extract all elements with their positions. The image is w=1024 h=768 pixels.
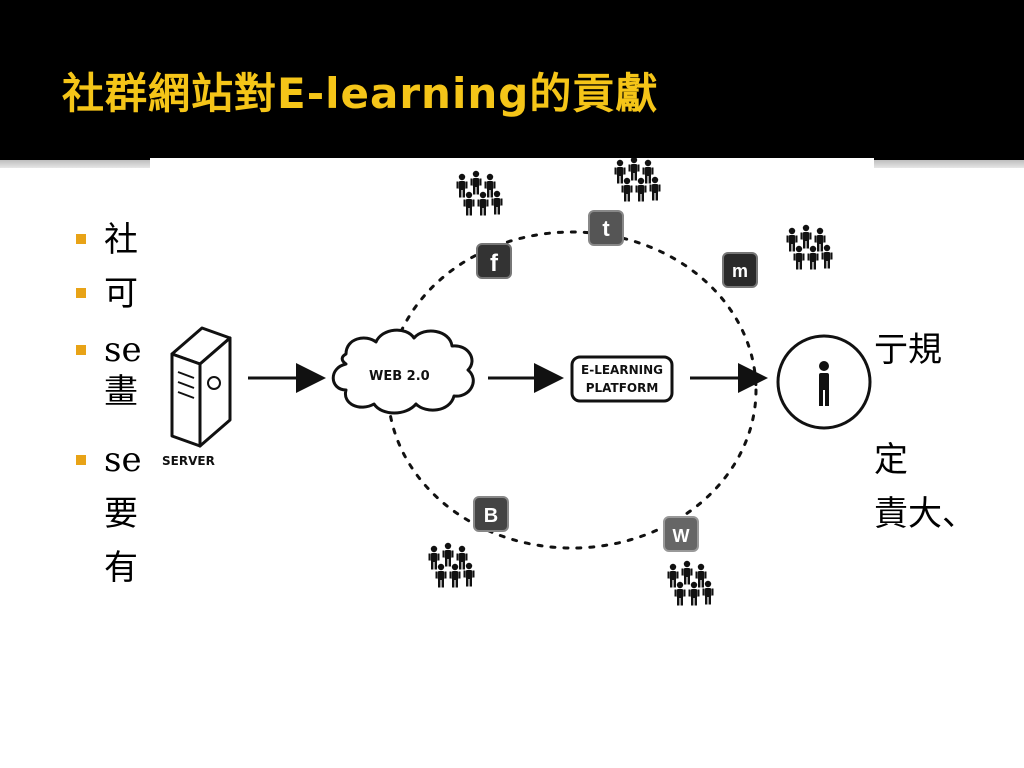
blogger-icon: B — [473, 496, 509, 532]
user-group-icon — [615, 158, 661, 202]
bullet-marker — [76, 345, 86, 355]
wordpress-glyph: W — [673, 526, 690, 546]
slide-title: 社群網站對E-learning的貢獻 — [62, 69, 659, 118]
facebook-icon: f — [476, 243, 512, 279]
diagram-canvas: SERVER WEB 2.0 E-LEARNING PLATFORM f t — [162, 158, 872, 628]
bullet-marker — [76, 455, 86, 465]
cloud-icon — [331, 328, 475, 415]
bullet-text-right-fragment: 定 — [874, 440, 908, 480]
facebook-glyph: f — [490, 250, 499, 277]
user-group-icon — [668, 561, 714, 606]
cloud-label: WEB 2.0 — [369, 369, 430, 384]
server-icon — [170, 326, 232, 448]
bullet-text-right-fragment: 責大、 — [874, 494, 976, 534]
myspace-icon: m — [722, 252, 758, 288]
wordpress-icon: W — [663, 516, 699, 552]
bullet-text-right-fragment: 亍規 — [874, 330, 942, 370]
platform-label-line2: PLATFORM — [586, 381, 659, 395]
platform-label-line1: E-LEARNING — [581, 363, 663, 377]
bullet-marker — [76, 234, 86, 244]
bullet-marker — [76, 288, 86, 298]
twitter-glyph: t — [602, 216, 610, 241]
bullet-text-continued: 要 — [104, 494, 138, 534]
twitter-icon: t — [588, 210, 624, 246]
bullet-text: 社 — [104, 220, 138, 260]
blogger-glyph: B — [484, 505, 498, 527]
user-group-icon — [429, 543, 475, 588]
bullet-text: se — [104, 440, 142, 480]
learner-icon — [776, 334, 872, 430]
user-group-icon — [787, 225, 833, 270]
server-label: SERVER — [162, 454, 215, 468]
bullet-text-continued: 有 — [104, 548, 138, 588]
myspace-glyph: m — [732, 261, 748, 281]
bullet-text: se — [104, 330, 142, 370]
user-group-icon — [457, 171, 503, 216]
title-bar: 社群網站對E-learning的貢獻 — [0, 0, 1024, 160]
platform-box — [570, 355, 674, 403]
elearning-diagram: SERVER WEB 2.0 E-LEARNING PLATFORM f t — [150, 158, 874, 628]
bullet-text: 可 — [104, 274, 138, 314]
bullet-text-continued: 畫 — [104, 372, 138, 412]
